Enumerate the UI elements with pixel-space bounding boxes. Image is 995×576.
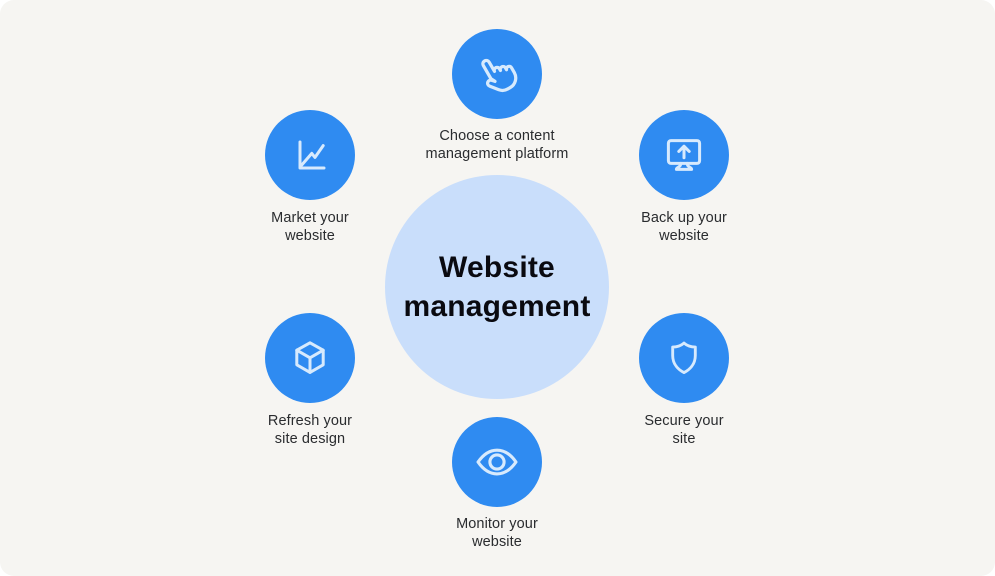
hand-pointer-icon: [481, 58, 518, 92]
shield-icon: [671, 341, 697, 375]
center-hub-circle: Website management: [385, 175, 609, 399]
label-refresh-line1: Refresh your: [267, 413, 353, 429]
line-chart-icon: [298, 140, 326, 170]
label-secure: Secure your site: [574, 413, 794, 448]
label-back-up-line1: Back up your: [641, 210, 727, 226]
label-monitor-line1: Monitor your: [456, 516, 538, 532]
diagram-title: Website management: [385, 248, 609, 326]
node-market: [265, 110, 355, 200]
cube-icon: [295, 341, 325, 374]
node-choose-cms: [452, 29, 542, 119]
label-choose-cms-line1: Choose a content: [439, 128, 555, 144]
label-market-line1: Market your: [271, 210, 349, 226]
node-refresh: [265, 313, 355, 403]
label-choose-cms: Choose a content management platform: [387, 128, 607, 163]
label-market-line2: website: [285, 227, 335, 244]
label-market: Market your website: [200, 210, 420, 245]
label-refresh-line2: site design: [274, 430, 346, 447]
label-secure-line2: site: [672, 430, 696, 447]
node-secure: [639, 313, 729, 403]
label-choose-cms-line2: management platform: [425, 145, 569, 162]
node-monitor: [452, 417, 542, 507]
label-refresh: Refresh your site design: [200, 413, 420, 448]
monitor-upload-icon: [666, 139, 702, 171]
label-back-up: Back up your website: [574, 210, 794, 245]
label-monitor-line2: website: [472, 533, 522, 550]
node-back-up: [639, 110, 729, 200]
label-monitor: Monitor your website: [387, 516, 607, 551]
diagram-title-line2: management: [403, 290, 591, 323]
diagram-title-line1: Website: [439, 251, 555, 284]
label-secure-line1: Secure your: [644, 413, 724, 429]
eye-icon: [476, 448, 518, 476]
label-back-up-line2: website: [659, 227, 709, 244]
